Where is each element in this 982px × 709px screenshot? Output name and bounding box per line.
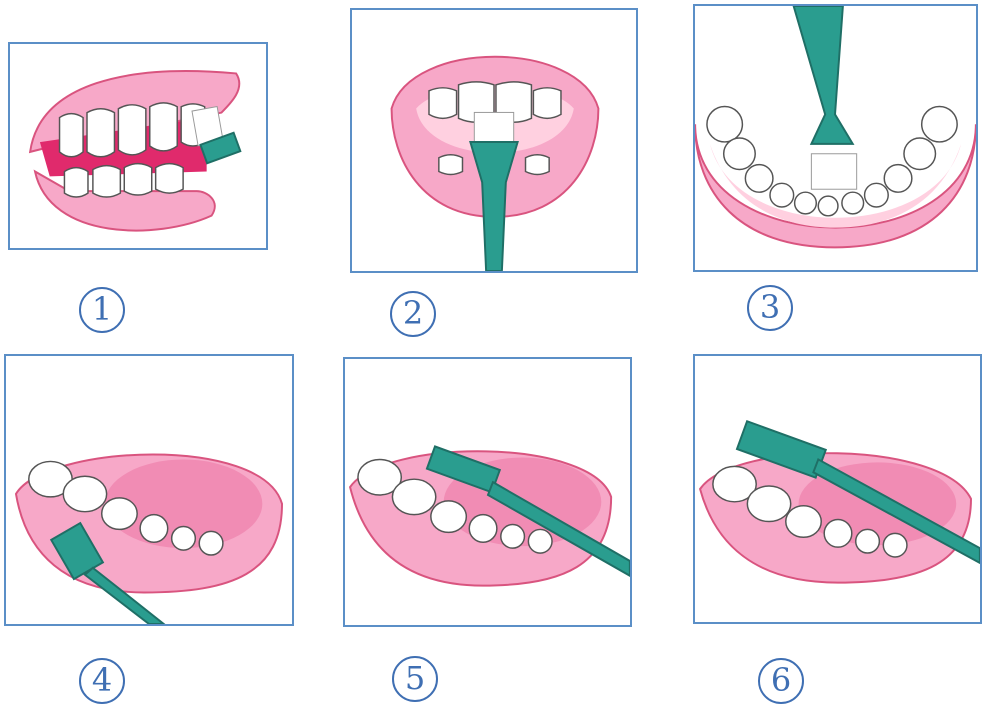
step-2-illustration: [352, 10, 636, 271]
step-5-number: 5: [392, 656, 438, 702]
step-2-number: 2: [390, 291, 436, 337]
step-3-number: 3: [747, 285, 793, 331]
step-6-illustration: [695, 356, 980, 622]
step-6-panel: [693, 354, 982, 624]
step-1-number: 1: [79, 287, 125, 333]
step-1-illustration: [10, 44, 266, 248]
step-3-panel: [693, 4, 978, 272]
step-5-illustration: [345, 359, 630, 625]
step-6-number: 6: [758, 658, 804, 704]
step-4-number: 4: [79, 658, 125, 704]
step-1-panel: [8, 42, 268, 250]
step-3-illustration: [695, 6, 976, 270]
step-4-illustration: [6, 356, 292, 624]
step-4-panel: [4, 354, 294, 626]
step-5-panel: [343, 357, 632, 627]
step-2-panel: [350, 8, 638, 273]
